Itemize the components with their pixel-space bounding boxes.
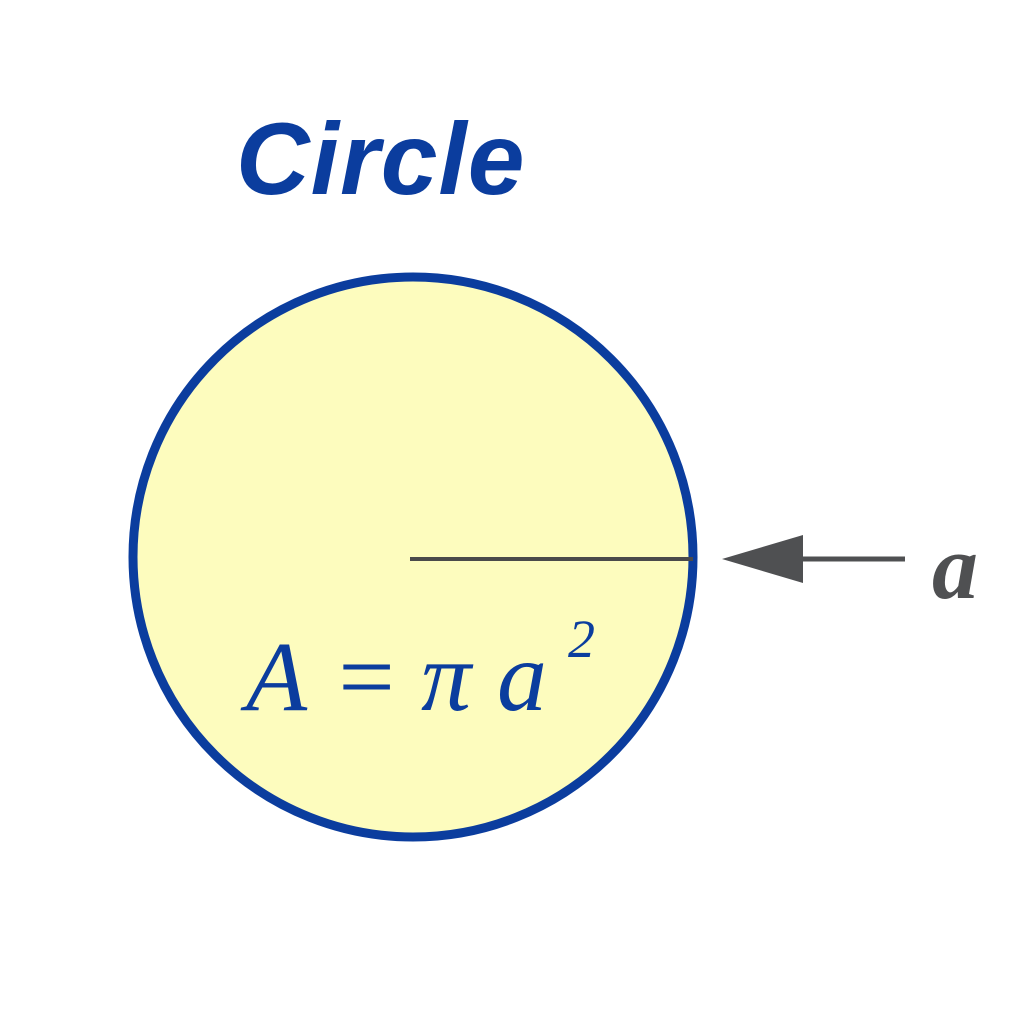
area-formula: A = π a — [240, 621, 547, 732]
formula-lhs: A — [240, 621, 308, 732]
diagram-title: Circle — [236, 102, 526, 216]
arrow-head-icon — [722, 535, 803, 583]
formula-variable: a — [497, 621, 547, 732]
formula-pi: π — [421, 621, 474, 732]
formula-exponent: 2 — [568, 609, 595, 669]
radius-label: a — [932, 516, 978, 618]
formula-equals: = — [332, 621, 399, 732]
